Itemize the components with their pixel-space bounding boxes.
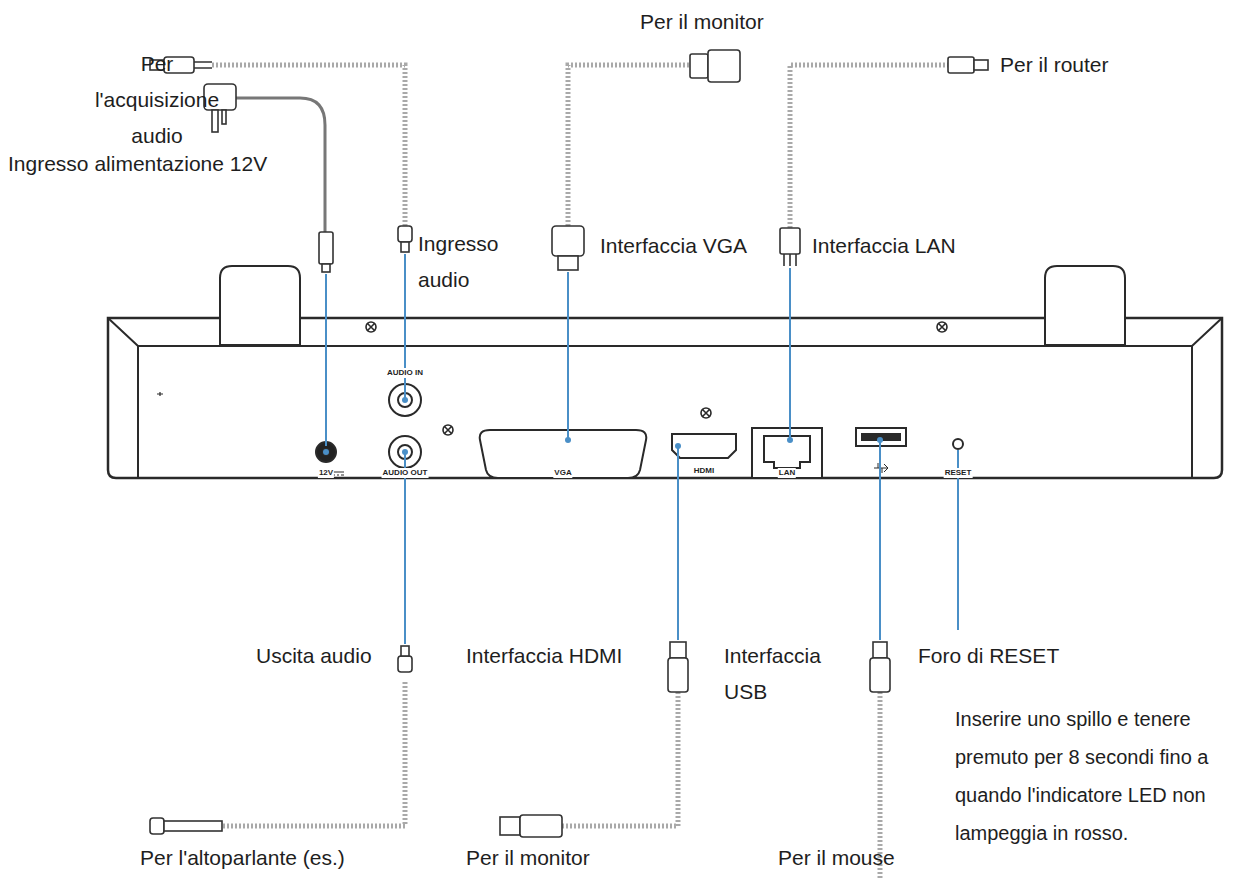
port-label: Interfaccia VGA	[600, 228, 747, 264]
cable-label: Per il mouse	[778, 840, 895, 876]
leader-lines	[326, 254, 958, 644]
panel-marking: 12V	[318, 468, 334, 478]
panel-marking: VGA	[553, 468, 572, 478]
port-label: Interfaccia HDMI	[466, 638, 622, 674]
panel-marking: RESET	[944, 468, 973, 478]
ports	[316, 384, 963, 478]
cable-label: Per il router	[1000, 47, 1109, 83]
panel-marking: HDMI	[693, 466, 715, 476]
nvr-housing	[108, 266, 1222, 478]
port-label: Interfaccia LAN	[812, 228, 956, 264]
leader-dots	[323, 397, 883, 455]
panel-marking: LAN	[778, 468, 796, 478]
port-label: Interfaccia USB	[724, 638, 842, 710]
screws	[366, 322, 947, 435]
reset-note: Inserire uno spillo e tenere premuto per…	[955, 700, 1231, 852]
panel-marking: AUDIO OUT	[382, 468, 429, 478]
port-label: Ingresso alimentazione 12V	[8, 146, 267, 182]
cable-label: Per l'altoparlante (es.)	[140, 840, 345, 876]
cable-label: Per l'acquisizione audio	[84, 46, 230, 154]
port-label: Ingresso audio	[418, 226, 514, 298]
cable-label: Per il monitor	[466, 840, 590, 876]
port-label: Uscita audio	[256, 638, 372, 674]
panel-marking: AUDIO IN	[386, 368, 424, 378]
port-label: Foro di RESET	[918, 638, 1059, 674]
cable-label: Per il monitor	[640, 4, 764, 40]
